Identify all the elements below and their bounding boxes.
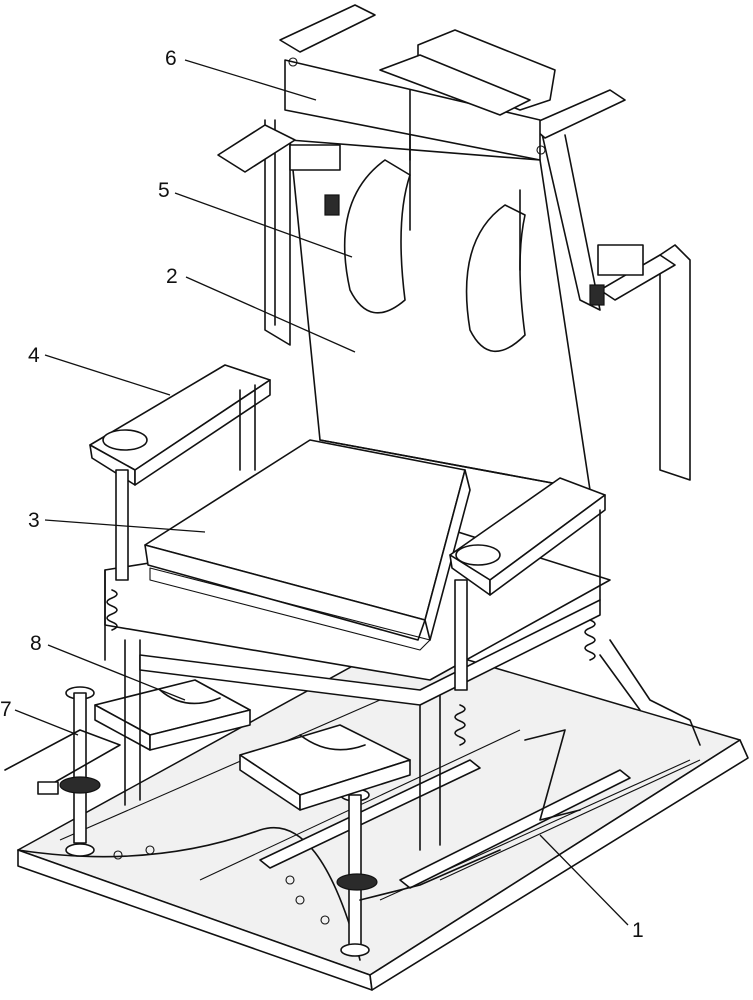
seat-cushion <box>144 439 471 651</box>
label-part-7: 7 <box>0 698 12 721</box>
label-part-8: 8 <box>30 632 42 655</box>
foot-rest-right <box>239 724 411 811</box>
leader-4 <box>44 354 171 396</box>
armrest-left <box>89 364 271 581</box>
leader-5 <box>174 192 353 258</box>
label-part-3: 3 <box>28 509 40 532</box>
label-part-2: 2 <box>166 265 178 288</box>
label-part-1: 1 <box>632 919 644 942</box>
leader-lines <box>14 59 629 926</box>
head-frame <box>279 4 626 161</box>
label-part-5: 5 <box>158 179 170 202</box>
leader-3 <box>44 519 206 533</box>
leader-1 <box>539 834 629 926</box>
foot-rest-left <box>94 679 251 751</box>
leader-8 <box>47 644 186 701</box>
armrest-right <box>449 477 606 691</box>
base-platform <box>17 639 749 991</box>
label-part-4: 4 <box>28 344 40 367</box>
backrest <box>289 109 591 491</box>
leader-7 <box>14 709 79 736</box>
left-screw-post <box>4 686 121 857</box>
leader-2 <box>185 276 356 353</box>
leader-6 <box>184 59 317 101</box>
right-screw-post <box>336 788 501 957</box>
part-labels: 1 2 3 4 5 6 7 8 <box>0 47 644 942</box>
label-part-6: 6 <box>165 47 177 70</box>
